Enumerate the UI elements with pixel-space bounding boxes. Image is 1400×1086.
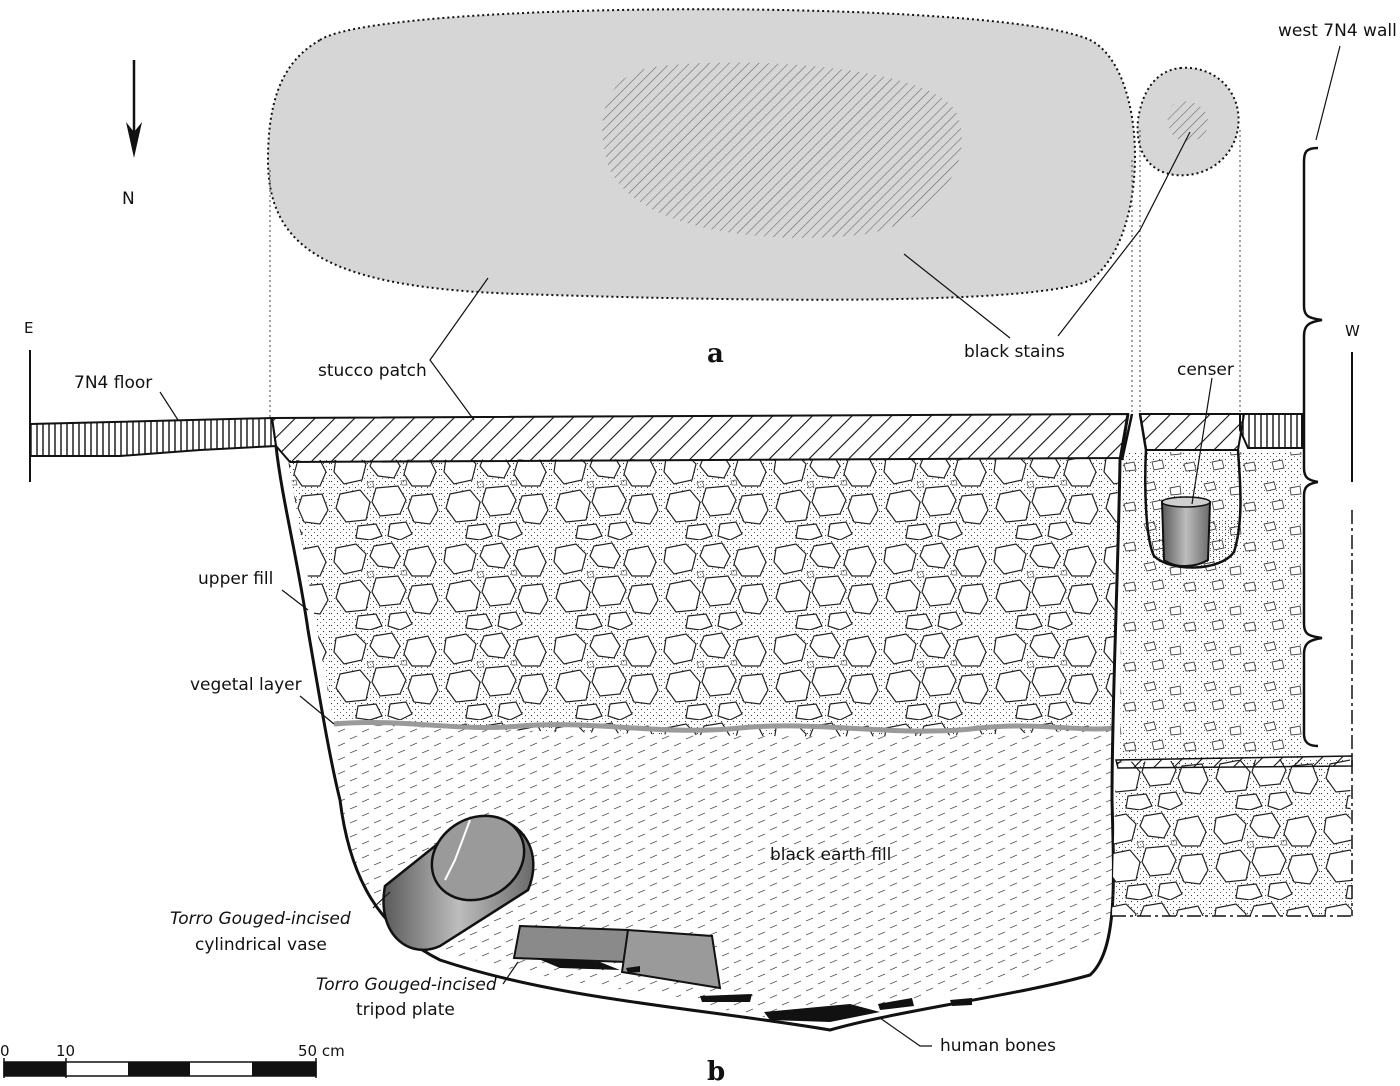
vase-label-line2: cylindrical vase	[195, 935, 327, 955]
pit-outline	[274, 413, 1130, 1032]
east-label: E	[24, 319, 33, 337]
cylindrical-vase	[382, 814, 535, 952]
west-wall-bracket	[1302, 45, 1341, 748]
censer-stucco	[1138, 413, 1246, 451]
plate-label-line1: Torro Gouged-incised	[316, 975, 497, 995]
upper-fill-label: upper fill	[198, 569, 273, 589]
vegetal-layer-label: vegetal layer	[190, 675, 302, 695]
north-label: N	[122, 189, 135, 209]
scale-bar: 0 10 50 cm	[0, 1042, 345, 1078]
floor-west	[1239, 413, 1303, 449]
section-letter: b	[707, 1057, 725, 1086]
west-wall-label: west 7N4 wall	[1278, 21, 1397, 41]
black-stains-label: black stains	[964, 342, 1065, 362]
human-bones-label: human bones	[940, 1036, 1056, 1056]
censer-label: censer	[1177, 360, 1234, 380]
west-label: W	[1345, 322, 1360, 340]
black-earth-fill-label: black earth fill	[770, 845, 891, 865]
plate-label-line2: tripod plate	[356, 1000, 455, 1020]
scale-tick-50: 50 cm	[298, 1042, 345, 1060]
lower-west-block	[1112, 758, 1352, 916]
scale-tick-0: 0	[0, 1042, 10, 1060]
tripod-plate	[512, 924, 722, 990]
north-arrow: N	[122, 60, 142, 209]
censer-fill-column	[1120, 452, 1302, 760]
plan-view	[266, 8, 1240, 301]
projection-lines	[269, 130, 1241, 420]
floor-label: 7N4 floor	[74, 373, 152, 393]
plan-letter: a	[707, 339, 724, 369]
human-bones	[626, 966, 972, 1022]
censer-pit-outline	[1144, 449, 1242, 569]
censer-vessel	[1160, 496, 1212, 567]
stucco-patch-section	[270, 412, 1130, 464]
vegetal-layer-line	[333, 720, 1115, 734]
leader-lines	[159, 131, 1213, 1047]
upper-fill	[288, 458, 1118, 737]
stucco-patch-label: stucco patch	[318, 361, 427, 381]
black-stain-small	[1167, 101, 1209, 142]
floor-east	[29, 416, 278, 457]
black-stain-large	[602, 62, 962, 238]
scale-tick-10: 10	[56, 1042, 75, 1060]
section-view	[29, 412, 1353, 1032]
vase-label-line1: Torro Gouged-incised	[170, 909, 351, 929]
